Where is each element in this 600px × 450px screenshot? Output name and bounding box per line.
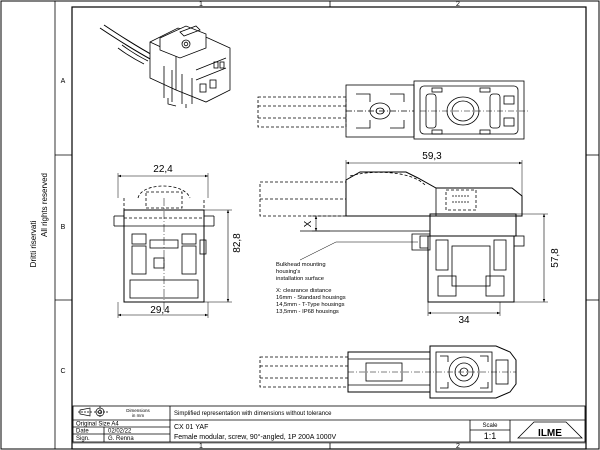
rights-reserved-text-italian: Dritti riservati — [29, 220, 38, 267]
dimension-top-width: 22,4 — [153, 164, 173, 175]
front-view — [113, 173, 232, 318]
installation-notes: Bulkhead mounting housing's installation… — [276, 262, 346, 315]
title-block — [72, 405, 586, 443]
row-label-b: B — [61, 224, 66, 231]
sign-label: Sign. — [76, 436, 90, 442]
dimensions-label: Dimensions — [126, 408, 150, 413]
sign-value: G. Renna — [108, 436, 134, 442]
simplified-representation-note: Simplified representation with dimension… — [174, 411, 332, 417]
clearance-note-line-3: 13,5mm - IP68 housings — [276, 309, 339, 315]
column-label-1-bottom: 1 — [199, 443, 203, 450]
column-label-1: 1 — [199, 1, 203, 8]
svg-text:ILME: ILME — [538, 428, 562, 439]
column-label-2-bottom: 2 — [456, 443, 460, 450]
rights-reserved-text: All rights reserved — [40, 173, 49, 237]
bulkhead-note-line-2: housing's — [276, 269, 300, 275]
dimension-bottom-width: 29,4 — [150, 305, 170, 316]
original-size: Original Size A4 — [76, 422, 119, 428]
side-view — [259, 160, 548, 316]
row-label-a: A — [61, 78, 66, 85]
scale-label: Scale — [482, 423, 498, 429]
isometric-view — [99, 24, 231, 108]
dimension-height: 82,8 — [232, 233, 243, 253]
zone-labels: 1 2 1 2 A B C — [60, 1, 460, 450]
dimension-side-height: 57,8 — [550, 248, 561, 268]
clearance-note-line-1: 16mm - Standard housings — [276, 295, 346, 301]
dimension-clearance-x: X — [303, 220, 314, 227]
top-view — [257, 80, 530, 140]
scale-value: 1:1 — [484, 431, 497, 441]
dimension-side-width: 59,3 — [422, 151, 442, 162]
dimensions-unit: in mm — [132, 413, 145, 418]
dimension-side-bottom: 34 — [458, 315, 470, 326]
row-label-c: C — [60, 368, 65, 375]
clearance-note-line-2: 14,5mm - T-Type housings — [276, 302, 345, 308]
bottom-view — [259, 345, 517, 399]
bulkhead-note-line-1: Bulkhead mounting — [276, 262, 326, 268]
clearance-note-title: X: clearance distance — [276, 288, 331, 294]
date-value: 02/02/22 — [108, 429, 132, 435]
bulkhead-note-line-3: installation surface — [276, 276, 324, 282]
projection-symbol-icon — [78, 406, 108, 418]
part-description: Female modular, screw, 90°-angled, 1P 20… — [174, 433, 337, 441]
part-code: CX 01 YAF — [174, 424, 208, 431]
date-label: Date — [76, 429, 89, 435]
column-label-2: 2 — [456, 1, 460, 8]
ilme-logo: ILME — [517, 421, 583, 439]
